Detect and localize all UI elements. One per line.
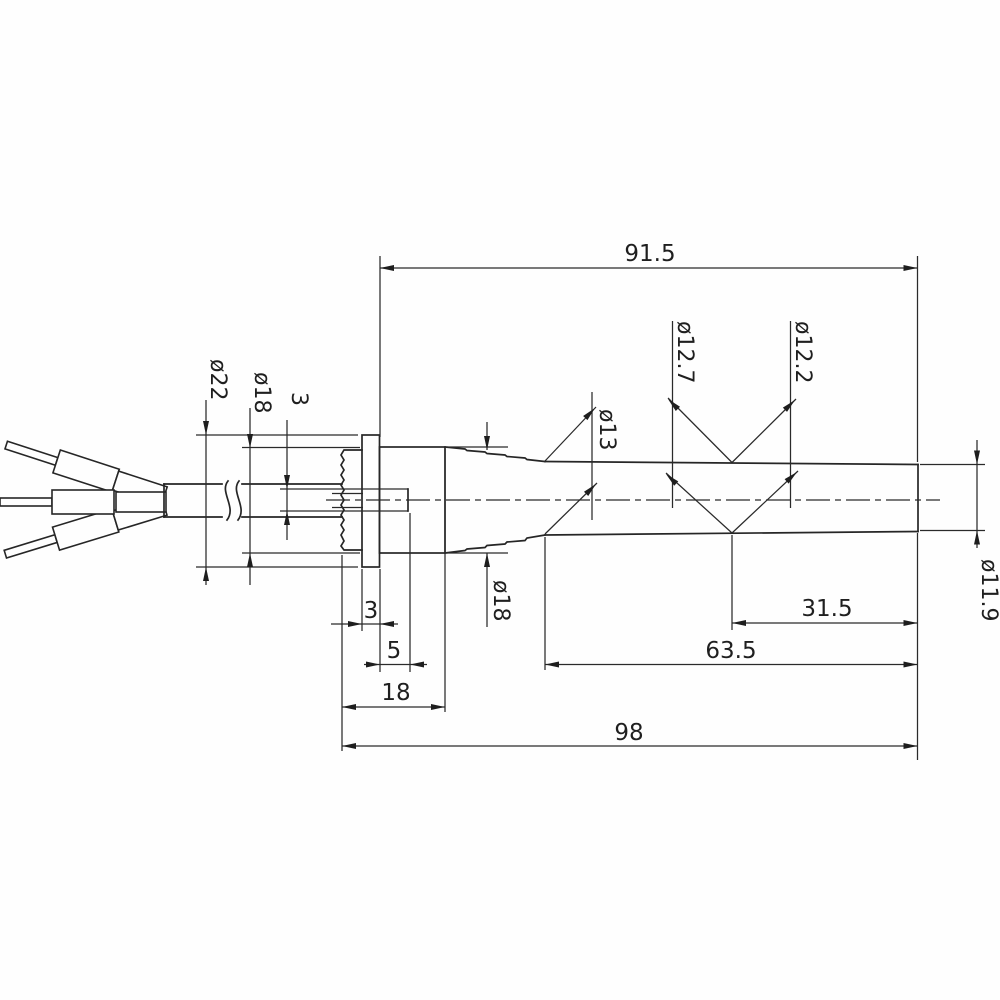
dimension-lines xyxy=(205,267,978,747)
lead-wire-middle xyxy=(0,489,167,515)
dim-shaft-diameter-13-label: ø13 xyxy=(594,409,619,450)
dim-front-length-label: 63.5 xyxy=(705,638,756,664)
dim-cone-diameter-label: ø18 xyxy=(488,580,513,621)
dim-tip-length-label: 31.5 xyxy=(801,596,852,622)
dim-flange-thickness-label: 3 xyxy=(364,598,379,624)
cable-break-line xyxy=(224,479,231,522)
dim-shaft-diameter-127-label: ø12.7 xyxy=(672,321,697,383)
dim-flange-diameter-label: ø22 xyxy=(205,359,230,400)
extension-lines xyxy=(196,256,985,760)
cone-section xyxy=(444,446,546,554)
dim-pin-length-label: 5 xyxy=(387,638,402,664)
dimension-labels: 91.5 31.5 63.5 18 98 3 5 ø22 ø18 3 ø13 ø… xyxy=(205,241,1000,746)
dim-rear-diameter-label: ø18 xyxy=(249,372,274,413)
cable-break-line xyxy=(235,479,242,522)
dim-tip-diameter-label: ø11.9 xyxy=(976,559,1000,621)
cable xyxy=(163,479,343,522)
dim-pin-width-label: 3 xyxy=(286,392,311,406)
dim-shaft-diameter-122-label: ø12.2 xyxy=(790,321,815,383)
dim-rear-length-label: 18 xyxy=(381,680,410,706)
arrowheads xyxy=(203,265,980,749)
dim-overall-length-label: 98 xyxy=(614,720,643,746)
dim-top-length-label: 91.5 xyxy=(624,241,675,267)
flange xyxy=(361,434,381,568)
heater-shaft xyxy=(544,460,919,536)
